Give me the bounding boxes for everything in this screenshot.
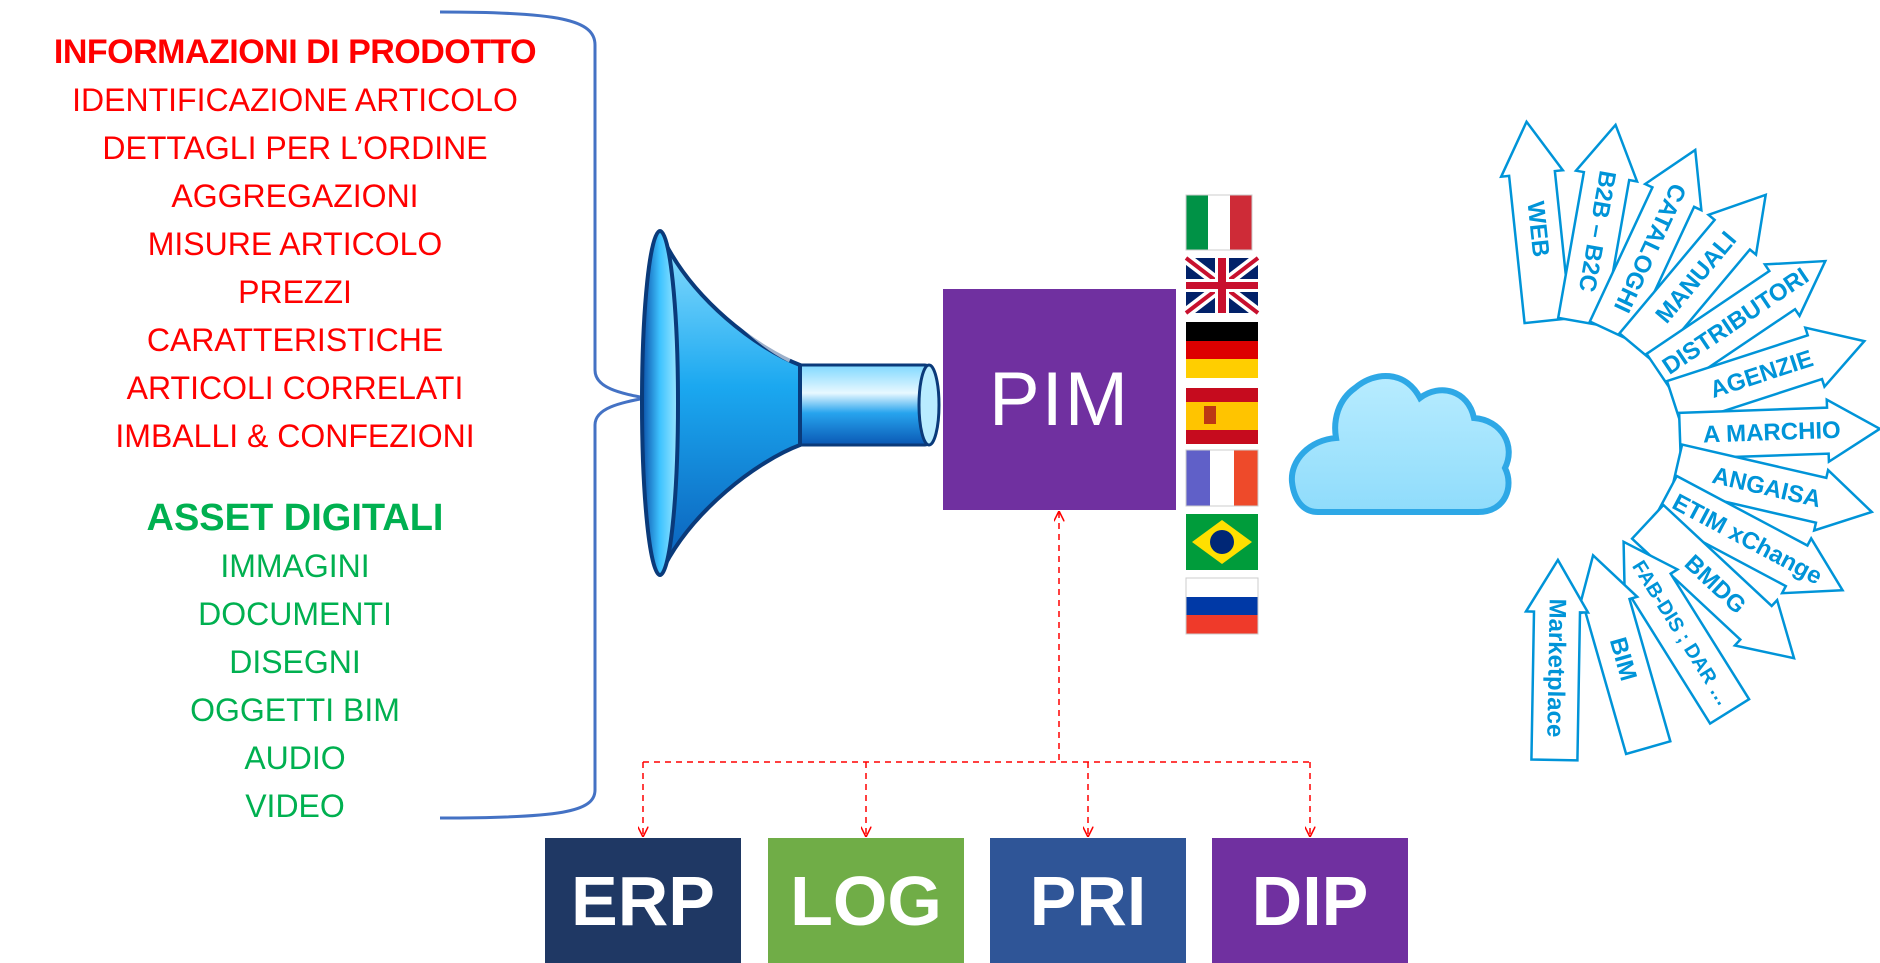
cloud-icon: [1288, 373, 1512, 515]
dip-box: DIP: [1212, 838, 1408, 963]
uk-flag-icon: [1182, 253, 1262, 318]
channel-arrow-shape: [1622, 539, 1751, 726]
digital-assets-item: IMMAGINI: [220, 548, 370, 584]
pim-box: PIM: [943, 289, 1176, 510]
channel-label: A MARCHIO: [1703, 417, 1842, 449]
funnel-icon: [640, 229, 941, 577]
digital-assets-item: OGGETTI BIM: [190, 692, 400, 728]
channel-label: WEB: [1521, 200, 1554, 259]
log-box: LOG: [768, 838, 964, 963]
digital-assets-section: ASSET DIGITALI IMMAGINI DOCUMENTI DISEGN…: [0, 494, 590, 830]
product-info-item: IMBALLI & CONFEZIONI: [115, 418, 475, 454]
brazilian-flag-icon: [1186, 514, 1258, 570]
product-info-heading: INFORMAZIONI DI PRODOTTO: [53, 33, 537, 71]
channel-label: Marketplace: [1541, 598, 1570, 737]
channel-arrow: BIM: [1575, 553, 1672, 756]
italian-flag-icon: [1185, 194, 1253, 251]
spanish-flag-icon: [1186, 388, 1258, 444]
product-info-item: AGGREGAZIONI: [171, 178, 419, 214]
digital-assets-item: VIDEO: [245, 788, 345, 824]
russian-flag-icon: [1185, 577, 1259, 635]
dashed-connector: [643, 512, 1310, 836]
erp-box: ERP: [545, 838, 741, 963]
digital-assets-item: DOCUMENTI: [198, 596, 392, 632]
channel-arrow-shape: [1523, 557, 1591, 762]
channel-arrow: Marketplace: [1523, 557, 1591, 762]
german-flag-icon: [1186, 322, 1258, 378]
channel-arrow-shape: [1575, 553, 1672, 756]
product-info-item: MISURE ARTICOLO: [147, 226, 443, 262]
product-info-item: DETTAGLI PER L’ORDINE: [102, 130, 488, 166]
product-info-section: INFORMAZIONI DI PRODOTTO IDENTIFICAZIONE…: [0, 28, 590, 460]
product-info-item: IDENTIFICAZIONE ARTICOLO: [72, 82, 518, 118]
channel-arrow: A MARCHIO: [1677, 397, 1880, 464]
digital-assets-item: DISEGNI: [229, 644, 361, 680]
product-info-item: PREZZI: [238, 274, 352, 310]
digital-assets-item: AUDIO: [244, 740, 346, 776]
product-info-item: ARTICOLI CORRELATI: [126, 370, 464, 406]
digital-assets-heading: ASSET DIGITALI: [146, 497, 444, 539]
french-flag-icon: [1185, 449, 1259, 507]
pri-box: PRI: [990, 838, 1186, 963]
channel-arrow: WEB: [1499, 119, 1572, 325]
product-info-item: CARATTERISTICHE: [146, 322, 444, 358]
